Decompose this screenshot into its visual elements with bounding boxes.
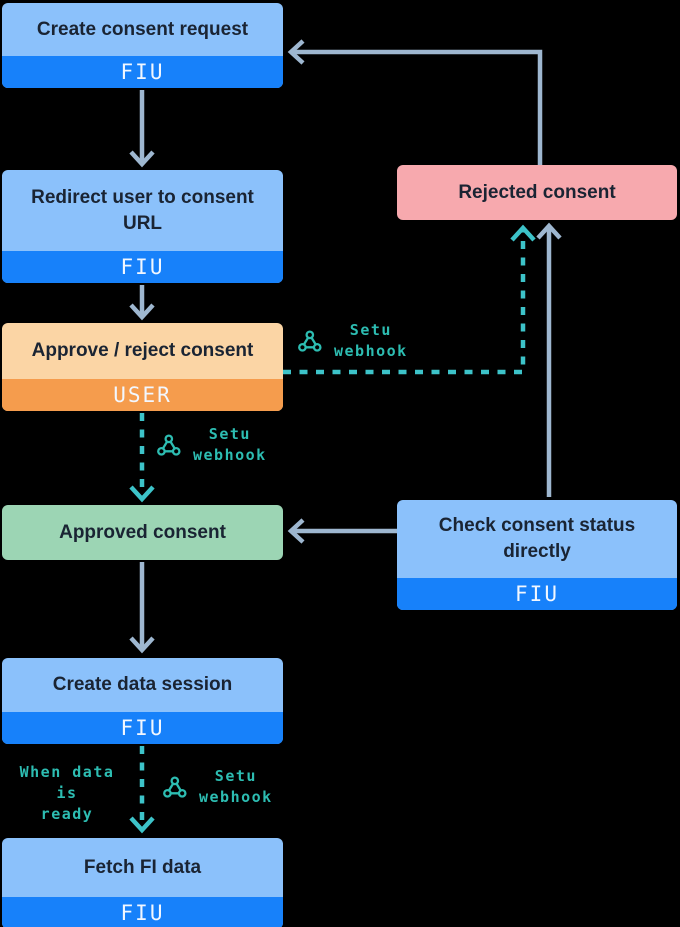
webhook-label-reject: Setu webhook (296, 320, 408, 362)
node-badge-fiu: FIU (2, 56, 283, 88)
node-title: Check consent status directly (438, 515, 636, 562)
node-title: Redirect user to consent URL (31, 186, 254, 234)
node-badge-fiu: FIU (2, 897, 283, 927)
node-title: Fetch FI data (83, 856, 202, 878)
webhook-label-text: Setu webhook (199, 766, 273, 808)
webhook-label-line1: Setu (349, 321, 392, 339)
arrow-approved-to-session (129, 562, 155, 654)
webhook-label-text: Setu webhook (334, 320, 408, 362)
node-title: Create consent request (36, 18, 249, 40)
webhook-icon (163, 775, 187, 798)
node-title: Approved consent (59, 521, 226, 543)
node-check-consent-status-directly: Check consent status directly FIU (397, 500, 677, 610)
arrow-create-to-redirect (129, 90, 155, 168)
node-approve-reject-consent: Approve / reject consent USER (2, 323, 283, 411)
node-fetch-fi-data: Fetch FI data FIU (2, 838, 283, 927)
when-ready-line1: When data is (19, 763, 115, 802)
when-data-ready-label: When data is ready (4, 762, 130, 825)
webhook-label-line2: webhook (193, 446, 267, 464)
dashed-arrow-user-to-approved (129, 413, 155, 503)
webhook-label-line1: Setu (208, 425, 251, 443)
webhook-icon (298, 329, 322, 352)
node-badge-fiu: FIU (2, 712, 283, 744)
when-ready-line2: ready (40, 805, 94, 823)
node-approved-consent: Approved consent (2, 505, 283, 560)
webhook-label-approve: Setu webhook (155, 424, 267, 466)
node-create-consent-request: Create consent request FIU (2, 3, 283, 88)
webhook-label-line1: Setu (214, 767, 257, 785)
node-rejected-consent: Rejected consent (397, 165, 677, 220)
node-badge-user: USER (2, 379, 283, 411)
arrow-check-to-rejected (536, 222, 562, 497)
node-title: Rejected consent (458, 181, 616, 203)
arrow-check-to-approved (287, 518, 397, 544)
webhook-icon (157, 433, 181, 456)
arrow-redirect-to-approve (129, 285, 155, 321)
node-badge-fiu: FIU (397, 578, 677, 610)
webhook-label-fetch: Setu webhook (161, 766, 273, 808)
dashed-arrow-session-to-fetch (129, 746, 155, 834)
webhook-label-line2: webhook (334, 342, 408, 360)
node-badge-fiu: FIU (2, 251, 283, 283)
webhook-label-text: Setu webhook (193, 424, 267, 466)
arrow-rejected-to-create (287, 39, 543, 165)
node-title: Create data session (52, 674, 233, 695)
node-create-data-session: Create data session FIU (2, 658, 283, 744)
node-title: Approve / reject consent (31, 340, 254, 361)
node-redirect-user-to-consent-url: Redirect user to consent URL FIU (2, 170, 283, 283)
webhook-label-line2: webhook (199, 788, 273, 806)
